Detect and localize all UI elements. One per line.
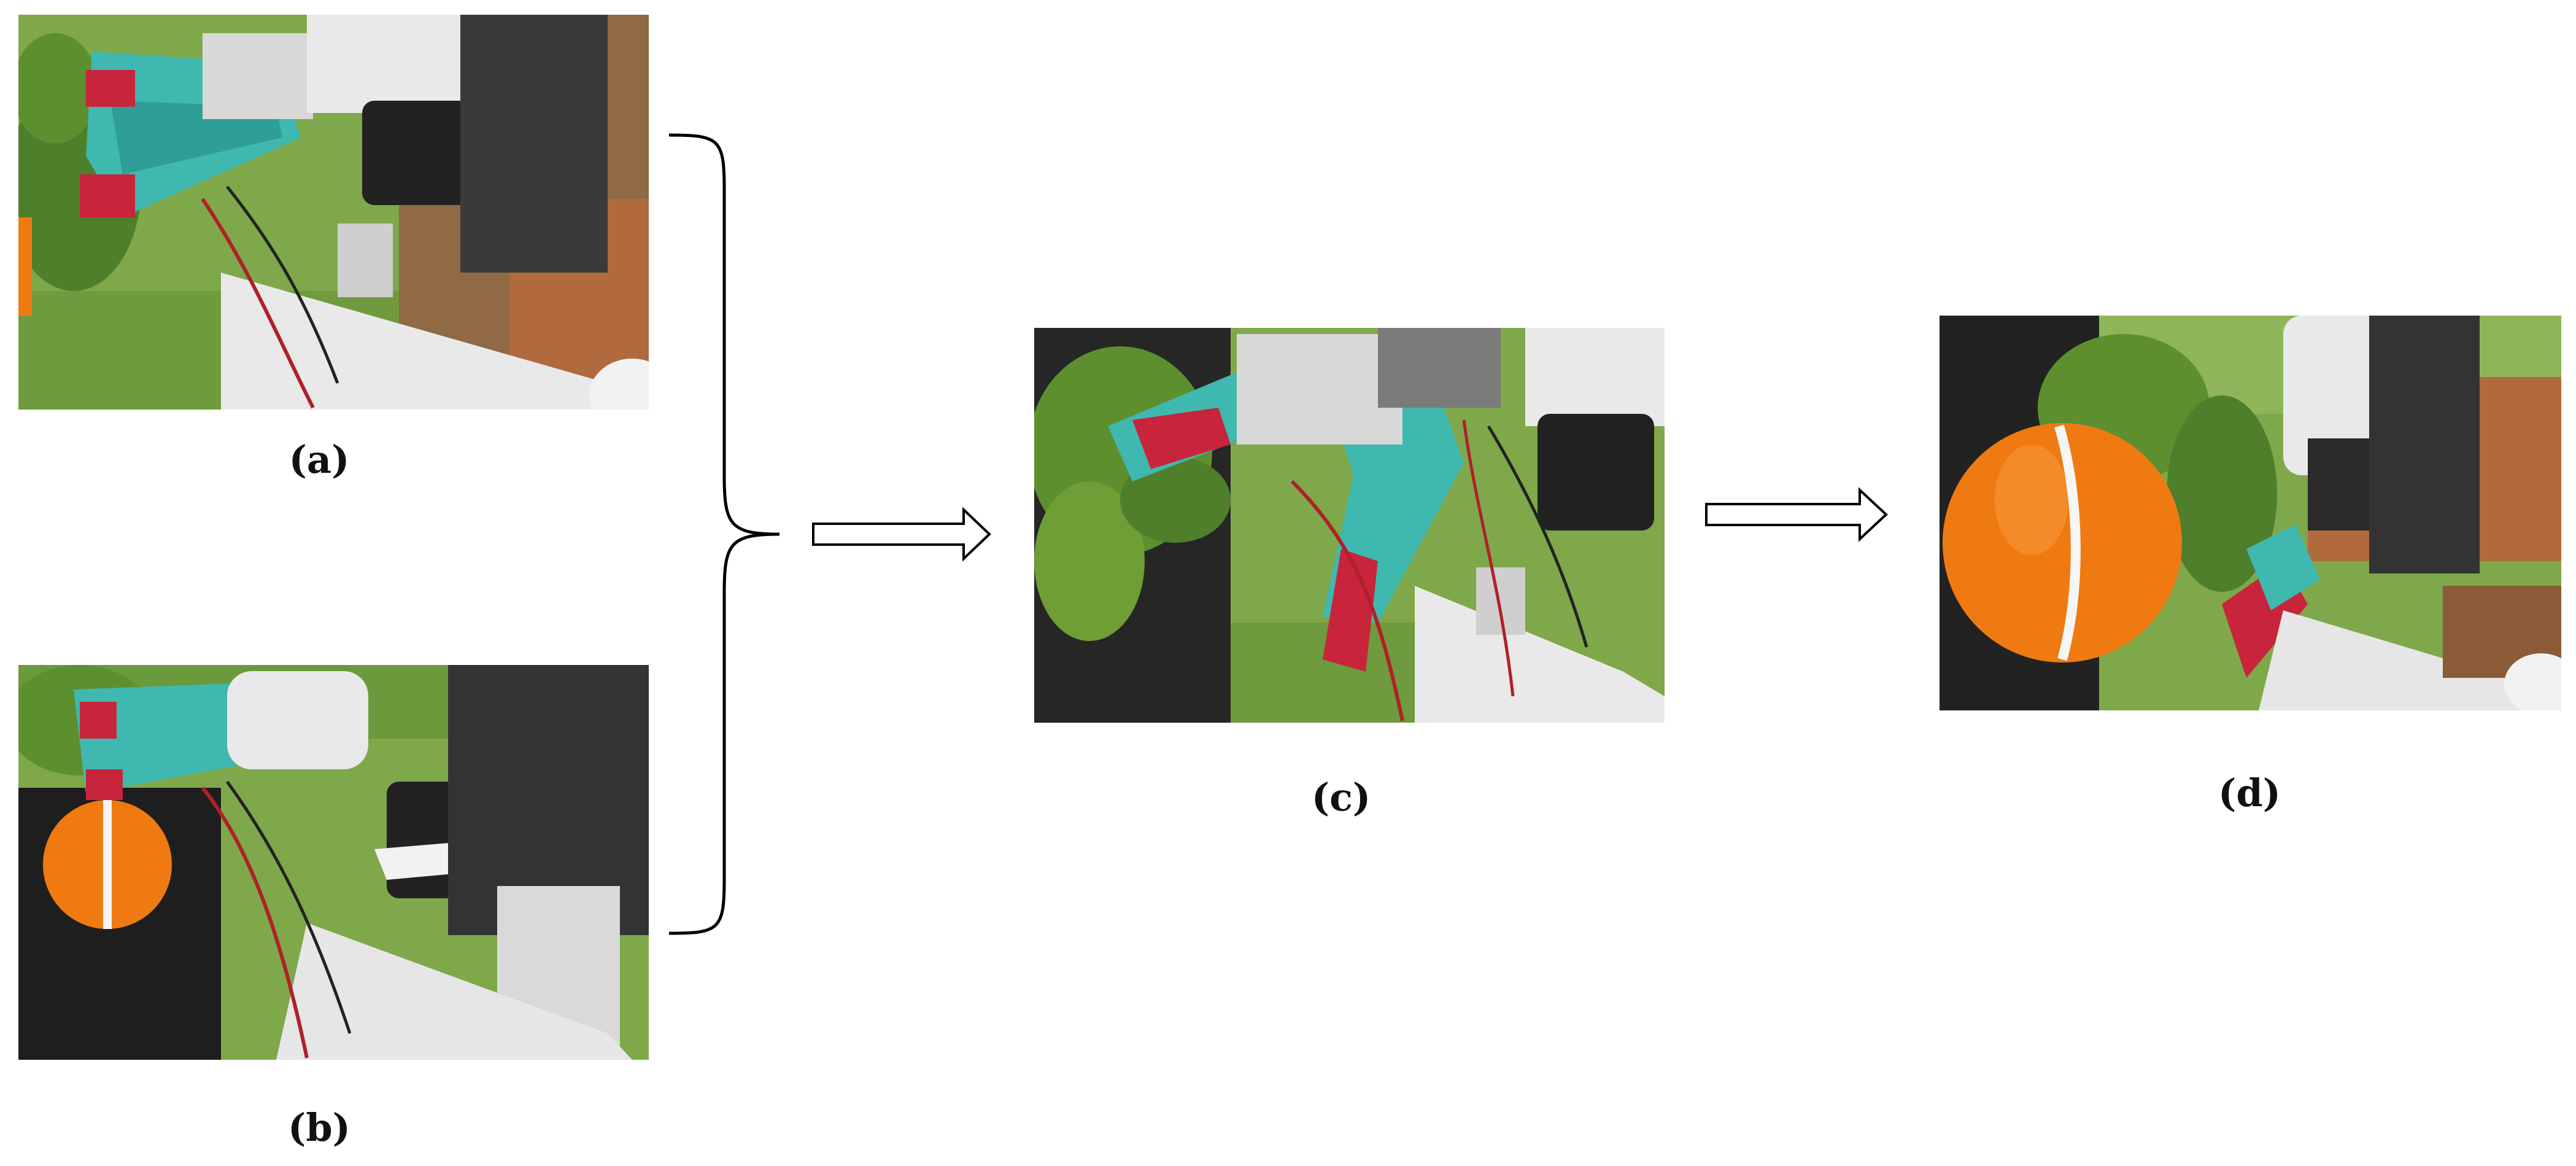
curly-brace-icon (668, 133, 780, 935)
photo-c-gripper-closing (1034, 328, 1665, 723)
photo-a-gripper-approach (18, 15, 649, 410)
photo-a-illustration (18, 15, 649, 410)
photo-d-illustration (1940, 316, 2561, 710)
panel-label-c: (c) (1311, 775, 1371, 820)
photo-b-gripper-holding-orange (18, 665, 649, 1060)
right-arrow-icon (1705, 487, 1888, 542)
panel-label-a: (a) (288, 437, 350, 482)
right-arrow-icon (812, 507, 991, 562)
photo-c-illustration (1034, 328, 1665, 723)
photo-d-orange-picked (1940, 316, 2561, 710)
photo-b-illustration (18, 665, 649, 1060)
panel-label-b: (b) (287, 1105, 351, 1150)
panel-label-d: (d) (2218, 771, 2281, 815)
